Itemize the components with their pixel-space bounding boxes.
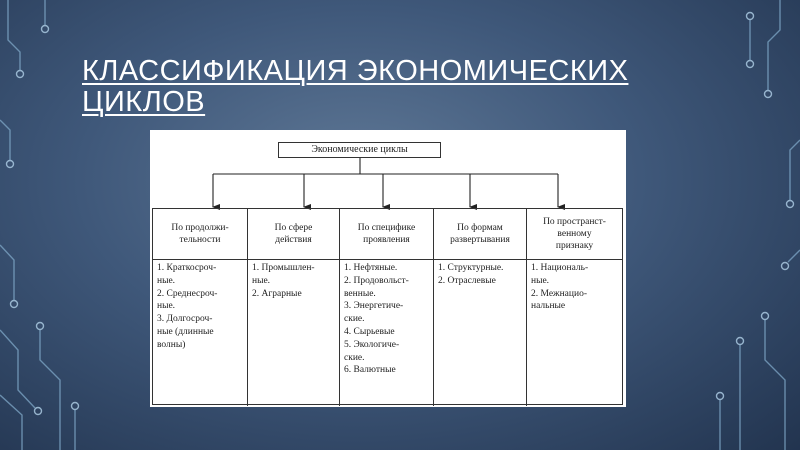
list-item: 1. Структурные. bbox=[438, 263, 504, 273]
list-item: 3. Энергетиче- ские. bbox=[344, 301, 404, 325]
slide-title: КЛАССИФИКАЦИЯ ЭКОНОМИЧЕСКИХ ЦИКЛОВ bbox=[82, 55, 629, 118]
connector-arrows bbox=[212, 158, 565, 210]
list-item: 4. Сырьевые bbox=[344, 326, 395, 337]
column-items-spatial: 1. Националь- ные. 2. Межнацио- нальные bbox=[527, 260, 622, 406]
column-items-forms: 1. Структурные. 2. Отраслевые bbox=[434, 260, 527, 406]
list-item: 1. Нефтяные. bbox=[344, 263, 398, 273]
list-item: 3. Долгосроч- ные (длинные волны) bbox=[157, 314, 214, 350]
column-header-sphere: По сфере действия bbox=[248, 209, 340, 260]
column-header-forms: По формам развертывания bbox=[434, 209, 527, 260]
list-item: 2. Аграрные bbox=[252, 288, 302, 299]
list-item: 2. Отраслевые bbox=[438, 275, 496, 286]
list-item: 2. Среднесроч- ные. bbox=[157, 288, 218, 312]
diagram-panel: Экономические циклы По продолжи- тельнос… bbox=[150, 130, 626, 407]
column-items-specifics: 1. Нефтяные. 2. Продовольст- венные. 3. … bbox=[340, 260, 434, 406]
list-item: 2. Продовольст- венные. bbox=[344, 275, 409, 299]
list-item: 1. Националь- ные. bbox=[531, 263, 589, 286]
column-header-specifics: По специфике проявления bbox=[340, 209, 434, 260]
column-items-sphere: 1. Промышлен- ные. 2. Аграрные bbox=[248, 260, 340, 406]
classification-table: По продолжи- тельности По сфере действия… bbox=[152, 208, 623, 406]
column-items-duration: 1. Краткосроч- ные. 2. Среднесроч- ные. … bbox=[153, 260, 248, 406]
list-item: 6. Валютные bbox=[344, 365, 396, 376]
column-header-spatial: По пространст- венному признаку bbox=[527, 209, 622, 260]
list-item: 1. Промышлен- ные. bbox=[252, 263, 315, 286]
column-header-duration: По продолжи- тельности bbox=[153, 209, 248, 260]
list-item: 2. Межнацио- нальные bbox=[531, 288, 587, 312]
list-item: 5. Экологиче- ские. bbox=[344, 339, 400, 363]
list-item: 1. Краткосроч- ные. bbox=[157, 263, 217, 286]
root-node: Экономические циклы bbox=[278, 142, 441, 158]
